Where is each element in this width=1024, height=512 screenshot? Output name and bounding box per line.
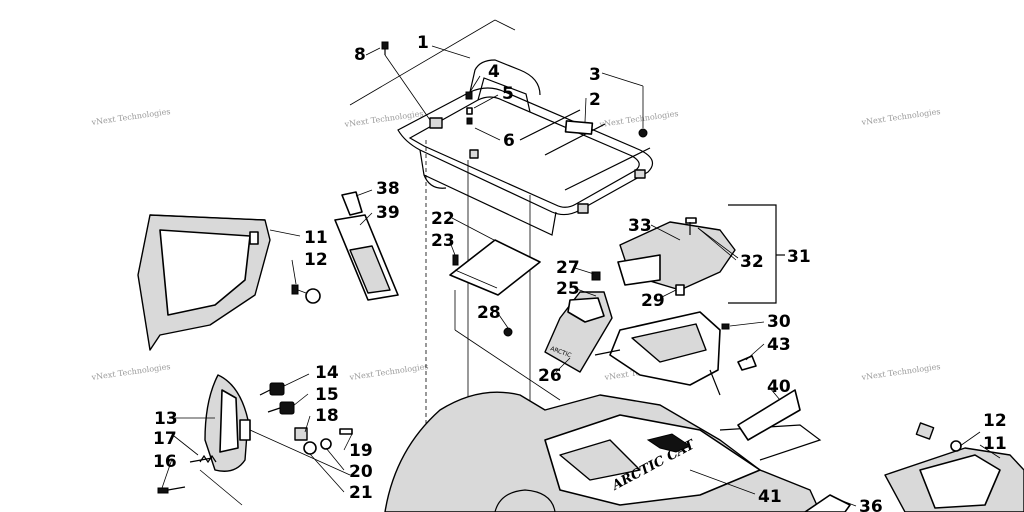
watermark: vNext Technologies	[343, 109, 424, 129]
watermark: vNext Technologies	[90, 107, 171, 127]
callout-12-left: 12	[304, 250, 328, 270]
callout-13: 13	[154, 409, 178, 429]
storage-lid	[449, 239, 561, 401]
callout-29: 29	[641, 291, 665, 311]
callout-11-right: 11	[983, 434, 1007, 454]
callout-12-right: 12	[983, 411, 1007, 431]
watermark: vNext Technologies	[598, 109, 679, 129]
reflector-decals	[334, 191, 399, 301]
callout-26: 26	[538, 366, 562, 386]
callout-2: 2	[589, 90, 601, 110]
callout-6: 6	[503, 131, 515, 151]
callout-32: 32	[740, 252, 764, 272]
callout-18: 18	[315, 406, 339, 426]
callout-36: 36	[859, 497, 883, 512]
callout-43: 43	[767, 335, 791, 355]
callout-17: 17	[153, 429, 177, 449]
callout-14: 14	[315, 363, 339, 383]
callout-5: 5	[502, 84, 514, 104]
callout-39: 39	[376, 203, 400, 223]
leader-lines	[161, 45, 1001, 507]
callout-20: 20	[349, 462, 373, 482]
callout-31: 31	[787, 247, 811, 267]
callout-8: 8	[354, 45, 366, 65]
callout-3: 3	[589, 65, 601, 85]
callout-25: 25	[556, 279, 580, 299]
watermark: vNext Technologies	[860, 107, 941, 127]
callout-19: 19	[349, 441, 373, 461]
callout-numbers: 1 2 3 4 5 6 8 11 12 12 11 13 14 15 16 17…	[153, 33, 1007, 512]
callout-33: 33	[628, 216, 652, 236]
callout-11-left: 11	[304, 228, 328, 248]
callout-30: 30	[767, 312, 791, 332]
callout-27: 27	[556, 258, 580, 278]
callout-41: 41	[758, 487, 782, 507]
watermark: vNext Technologies	[860, 362, 941, 382]
mount-bracket: ARCTIC	[544, 271, 613, 373]
callout-21: 21	[349, 483, 373, 503]
callout-22: 22	[431, 209, 455, 229]
inner-fender	[594, 311, 757, 396]
callout-15: 15	[315, 385, 339, 405]
rack-hardware	[381, 41, 648, 138]
rear-fender: ARCTIC CAT	[384, 389, 822, 512]
callout-38: 38	[376, 179, 400, 199]
callout-28: 28	[477, 303, 501, 323]
watermark: vNext Technologies	[90, 362, 171, 382]
callout-23: 23	[431, 231, 455, 251]
right-side-panel	[804, 422, 1024, 512]
left-side-panel	[137, 214, 321, 351]
callout-40: 40	[767, 377, 791, 397]
taillight-assembly	[157, 374, 353, 506]
callout-4: 4	[488, 62, 500, 82]
tail-cover	[617, 204, 785, 304]
callout-1: 1	[417, 33, 429, 53]
callout-16: 16	[153, 452, 177, 472]
watermark: vNext Technologies	[348, 362, 429, 382]
